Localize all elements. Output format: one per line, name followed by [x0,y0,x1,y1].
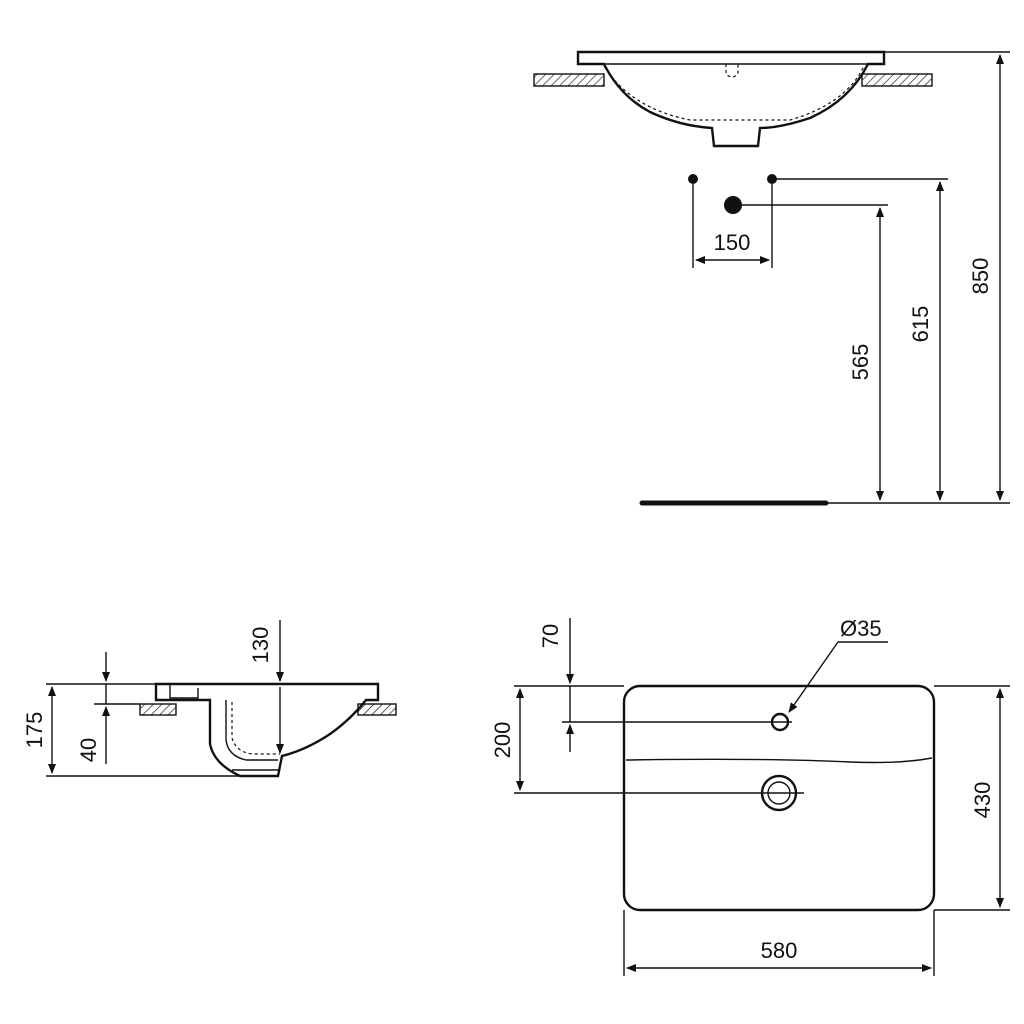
dim-rim-height: 850 [968,258,993,295]
dim-depth: 430 [970,782,995,819]
dim-tap-hole-offset: 70 [538,624,563,648]
basin-side-outline [154,682,380,778]
basin-front-outline [576,50,886,148]
basin-inner-dashed [603,65,865,121]
dim-waste-height: 565 [848,344,873,381]
basin-top-outline [622,684,936,912]
side-counter-right [357,703,397,716]
front-view: 150 565 615 850 [533,50,1010,506]
dim-width: 580 [761,938,798,963]
counter-slab-left [533,73,605,87]
dim-tap-hole-diameter: Ø35 [840,616,882,641]
top-view: 70 200 430 580 Ø35 [490,616,1010,976]
side-view: 175 40 130 [22,620,397,778]
dim-waste-offset: 200 [490,722,515,759]
dim-tap-spacing: 150 [714,230,751,255]
supply-point-left [688,174,698,184]
dim-counter-thickness: 40 [76,738,101,762]
dim-bowl-depth: 130 [248,627,273,664]
dim-total-height: 175 [22,712,47,749]
dim-supply-height: 615 [908,306,933,343]
waste-point [724,196,742,214]
counter-slab-right [861,73,933,87]
side-counter-left [139,703,177,716]
